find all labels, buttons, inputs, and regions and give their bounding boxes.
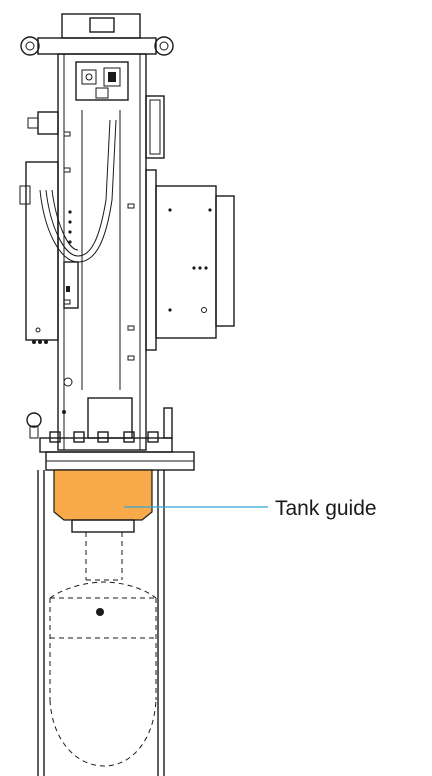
left-lower-eye — [26, 412, 42, 439]
flange-bolts — [49, 431, 159, 443]
main-frame — [57, 53, 147, 451]
top-assembly — [20, 13, 174, 56]
flange-assembly — [26, 397, 195, 471]
dashed-tank — [49, 519, 157, 767]
tank-guide — [53, 469, 153, 521]
guide-tube — [37, 470, 165, 776]
right-lever — [163, 407, 173, 439]
left-components — [19, 111, 79, 387]
right-components — [145, 95, 235, 351]
cable-bundle — [39, 119, 117, 263]
right-lifting-eye — [154, 36, 174, 56]
tank-guide-label: Tank guide — [275, 497, 377, 520]
tank-guide-callout: Tank guide — [124, 497, 377, 520]
left-lifting-eye — [20, 36, 40, 56]
